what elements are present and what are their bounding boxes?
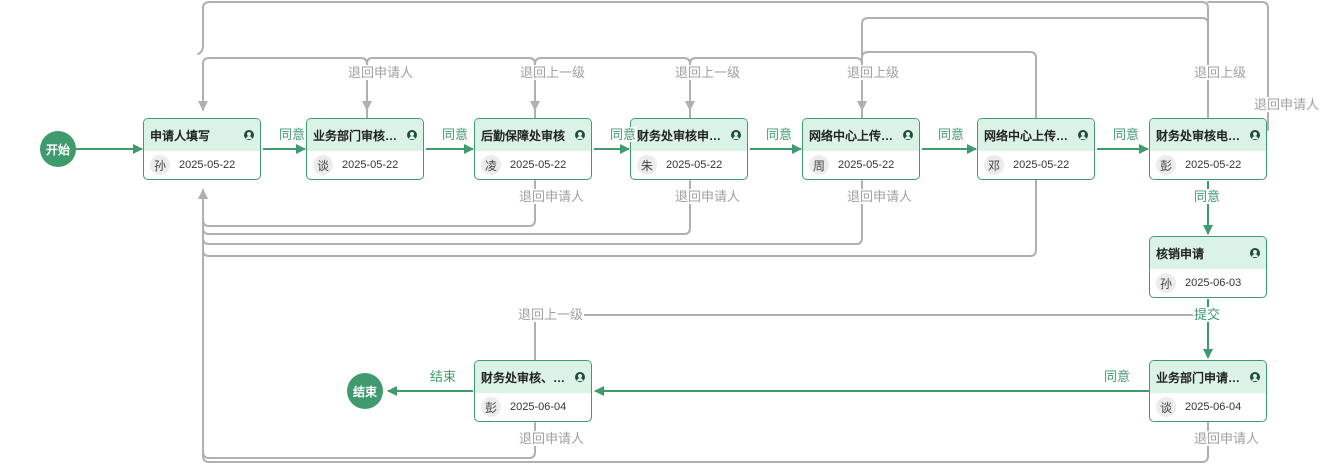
task-node-applicant-fill[interactable]: 申请人填写 孙 2025-05-22 bbox=[143, 118, 261, 180]
return-line-n10-to-n9 bbox=[534, 314, 1209, 361]
avatar: 凌 bbox=[481, 155, 501, 175]
task-node-finance-review[interactable]: 财务处审核申… 朱 2025-05-22 bbox=[630, 118, 748, 180]
return-line-n9-to-n1 bbox=[198, 189, 1209, 463]
edge-label-return-prev: 退回上一级 bbox=[517, 307, 585, 322]
node-title: 网络中心上传… bbox=[809, 128, 894, 143]
edge-label-return-prev: 退回上一级 bbox=[519, 65, 587, 80]
return-line-n6-to-n5 bbox=[857, 17, 1209, 119]
edge-label-agree: 同意 bbox=[1103, 369, 1132, 384]
node-title: 申请人填写 bbox=[150, 128, 211, 143]
node-title: 网络中心上传… bbox=[984, 128, 1069, 143]
start-node[interactable]: 开始 bbox=[40, 131, 76, 167]
avatar: 孙 bbox=[1156, 273, 1176, 293]
avatar: 周 bbox=[809, 155, 829, 175]
edge-label-return-prev: 退回上一级 bbox=[674, 65, 742, 80]
edge-label-agree: 同意 bbox=[278, 127, 307, 142]
user-icon bbox=[731, 130, 741, 140]
edge-label-return-applicant: 退回申请人 bbox=[518, 189, 586, 204]
task-node-network-upload-1[interactable]: 网络中心上传… 周 2025-05-22 bbox=[802, 118, 920, 180]
return-line-n6-to-n5-b bbox=[857, 51, 1037, 119]
user-icon bbox=[244, 130, 254, 140]
edge-label-return-upper: 退回上级 bbox=[846, 65, 901, 80]
node-title: 财务处审核申… bbox=[637, 128, 722, 143]
edge-label-agree: 同意 bbox=[609, 127, 638, 142]
node-title: 核销申请 bbox=[1156, 246, 1205, 261]
edge-label-return-applicant: 退回申请人 bbox=[1193, 431, 1261, 446]
user-icon bbox=[1250, 130, 1260, 140]
node-date: 2025-05-22 bbox=[1185, 159, 1242, 171]
edge-label-end: 结束 bbox=[429, 369, 458, 384]
avatar: 谈 bbox=[313, 155, 333, 175]
task-node-dept-apply[interactable]: 业务部门申请… 谈 2025-06-04 bbox=[1149, 360, 1267, 422]
avatar: 孙 bbox=[150, 155, 170, 175]
return-line-n3-to-n1 bbox=[198, 180, 536, 227]
edge-label-submit: 提交 bbox=[1193, 307, 1222, 322]
node-title: 业务部门审核… bbox=[313, 128, 398, 143]
edge-label-agree: 同意 bbox=[1193, 189, 1222, 204]
edge-label-return-applicant: 退回申请人 bbox=[846, 189, 914, 204]
task-node-dept-review[interactable]: 业务部门审核… 谈 2025-05-22 bbox=[306, 118, 424, 180]
avatar: 彭 bbox=[481, 397, 501, 417]
user-icon bbox=[1250, 248, 1260, 258]
user-icon bbox=[903, 130, 913, 140]
task-node-logistics-review[interactable]: 后勤保障处审核 凌 2025-05-22 bbox=[474, 118, 592, 180]
return-line-n7-to-n1-top bbox=[197, 1, 1209, 119]
return-line-n10-to-n1 bbox=[202, 422, 536, 459]
return-line-n7-right bbox=[1207, 1, 1269, 131]
user-icon bbox=[1078, 130, 1088, 140]
node-title: 财务处审核电… bbox=[1156, 128, 1241, 143]
return-line-n2-to-n1 bbox=[198, 57, 368, 119]
avatar: 谈 bbox=[1156, 397, 1176, 417]
node-date: 2025-06-03 bbox=[1185, 277, 1242, 289]
avatar: 邓 bbox=[984, 155, 1004, 175]
edge-label-agree: 同意 bbox=[765, 127, 794, 142]
node-date: 2025-05-22 bbox=[1013, 159, 1070, 171]
task-node-finance-electronic-review[interactable]: 财务处审核电… 彭 2025-05-22 bbox=[1149, 118, 1267, 180]
node-date: 2025-05-22 bbox=[666, 159, 723, 171]
node-date: 2025-06-04 bbox=[1185, 401, 1242, 413]
edge-label-return-applicant: 退回申请人 bbox=[1253, 97, 1321, 112]
task-node-reimbursement-apply[interactable]: 核销申请 孙 2025-06-03 bbox=[1149, 236, 1267, 298]
edge-label-agree: 同意 bbox=[441, 127, 470, 142]
avatar: 彭 bbox=[1156, 155, 1176, 175]
node-date: 2025-05-22 bbox=[838, 159, 895, 171]
edge-label-agree: 同意 bbox=[1112, 127, 1141, 142]
avatar: 朱 bbox=[637, 155, 657, 175]
edge-label-return-applicant: 退回申请人 bbox=[518, 431, 586, 446]
node-date: 2025-05-22 bbox=[510, 159, 567, 171]
task-node-network-upload-2[interactable]: 网络中心上传… 邓 2025-05-22 bbox=[977, 118, 1095, 180]
node-date: 2025-05-22 bbox=[179, 159, 236, 171]
end-node[interactable]: 结束 bbox=[347, 373, 383, 409]
user-icon bbox=[1250, 372, 1260, 382]
task-node-finance-final-review[interactable]: 财务处审核、… 彭 2025-06-04 bbox=[474, 360, 592, 422]
node-date: 2025-06-04 bbox=[510, 401, 567, 413]
node-title: 后勤保障处审核 bbox=[481, 128, 566, 143]
edge-label-return-applicant: 退回申请人 bbox=[674, 189, 742, 204]
node-title: 业务部门申请… bbox=[1156, 370, 1241, 385]
user-icon bbox=[575, 372, 585, 382]
edge-label-return-applicant: 退回申请人 bbox=[347, 65, 415, 80]
user-icon bbox=[407, 130, 417, 140]
edge-label-agree: 同意 bbox=[937, 127, 966, 142]
node-date: 2025-05-22 bbox=[342, 159, 399, 171]
edge-label-return-upper: 退回上级 bbox=[1193, 65, 1248, 80]
user-icon bbox=[575, 130, 585, 140]
node-title: 财务处审核、… bbox=[481, 370, 566, 385]
